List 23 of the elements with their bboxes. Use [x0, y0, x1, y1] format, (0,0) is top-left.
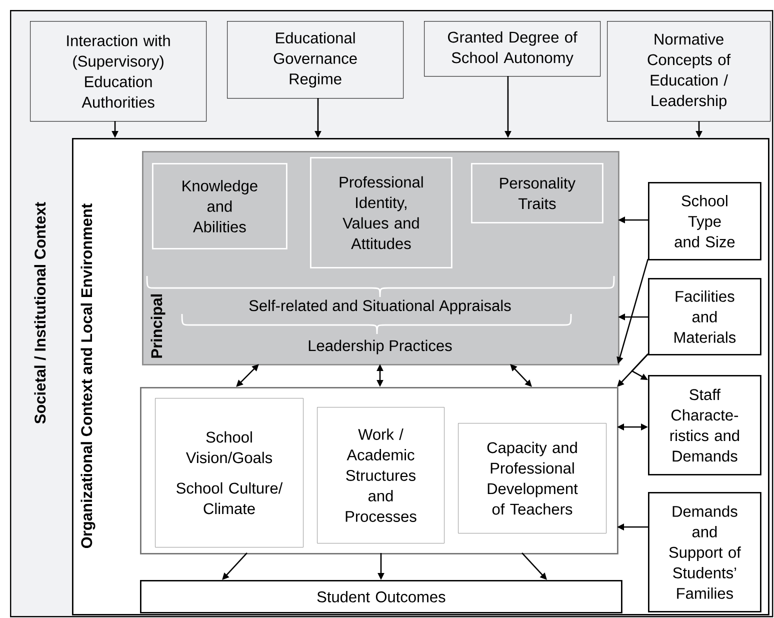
- factor-box: Staff Characte-ristics and Demands: [648, 375, 762, 476]
- factor-box: School Type and Size: [648, 182, 762, 260]
- factor-box: Interaction with (Supervisory) Education Authorities: [30, 21, 207, 122]
- panel-text: Leadership Practices: [308, 340, 452, 354]
- trait-box: Personality Traits: [471, 163, 604, 224]
- school-factor-box: Work / Academic Structures and Processes: [317, 407, 444, 544]
- panel-title: Societal / Institutional Context: [34, 202, 46, 424]
- school-factor-box: Capacity and Professional Development of Teachers: [458, 423, 606, 534]
- arrow: [510, 364, 532, 387]
- factor-box: Granted Degree of School Autonomy: [424, 21, 601, 77]
- arrow: [630, 354, 648, 380]
- factor-box: Educational Governance Regime: [227, 21, 404, 99]
- trait-box: Knowledge and Abilities: [152, 163, 288, 250]
- panel-text: Self-related and Situational Appraisals: [249, 300, 511, 314]
- factor-box: Demands and Support of Students’ Families: [648, 492, 762, 612]
- outcome-box: Student Outcomes: [140, 580, 622, 614]
- arrow: [236, 364, 259, 387]
- trait-box: Professional Identity, Values and Attitudes: [310, 157, 452, 268]
- panel-title: Organizational Context and Local Environment: [80, 204, 96, 548]
- factor-box: Normative Concepts of Education / Leadership: [607, 21, 771, 122]
- panel-title: Principal: [150, 294, 166, 358]
- school-factor-box: School Vision/Goals School Culture/ Climate: [155, 398, 304, 548]
- factor-box: Facilities and Materials: [648, 278, 762, 356]
